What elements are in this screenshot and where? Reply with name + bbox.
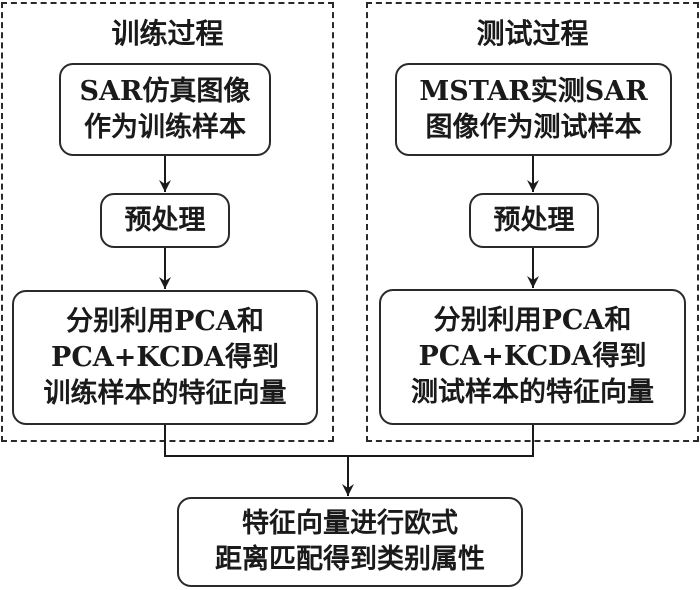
test-input-node: MSTAR实测SAR 图像作为测试样本 [395,63,672,156]
edge-features-merge [164,425,534,457]
arrowhead-icon [527,180,539,192]
train-features-node: 分别利用PCA和 PCA+KCDA得到 训练样本的特征向量 [12,290,318,425]
training-group [1,2,334,442]
training-group-title: 训练过程 [111,17,224,50]
test-preprocess-node: 预处理 [469,193,599,248]
match-node: 特征向量进行欧式 距离匹配得到类别属性 [177,497,523,587]
test-features-node: 分别利用PCA和 PCA+KCDA得到 测试样本的特征向量 [379,289,686,425]
arrowhead-icon [159,180,171,192]
arrowhead-icon [159,277,171,289]
arrowhead-icon [342,484,354,496]
train-preprocess-node: 预处理 [100,193,230,248]
train-input-node: SAR仿真图像 作为训练样本 [59,63,271,156]
arrowhead-icon [527,276,539,288]
testing-group-title: 测试过程 [476,17,589,50]
